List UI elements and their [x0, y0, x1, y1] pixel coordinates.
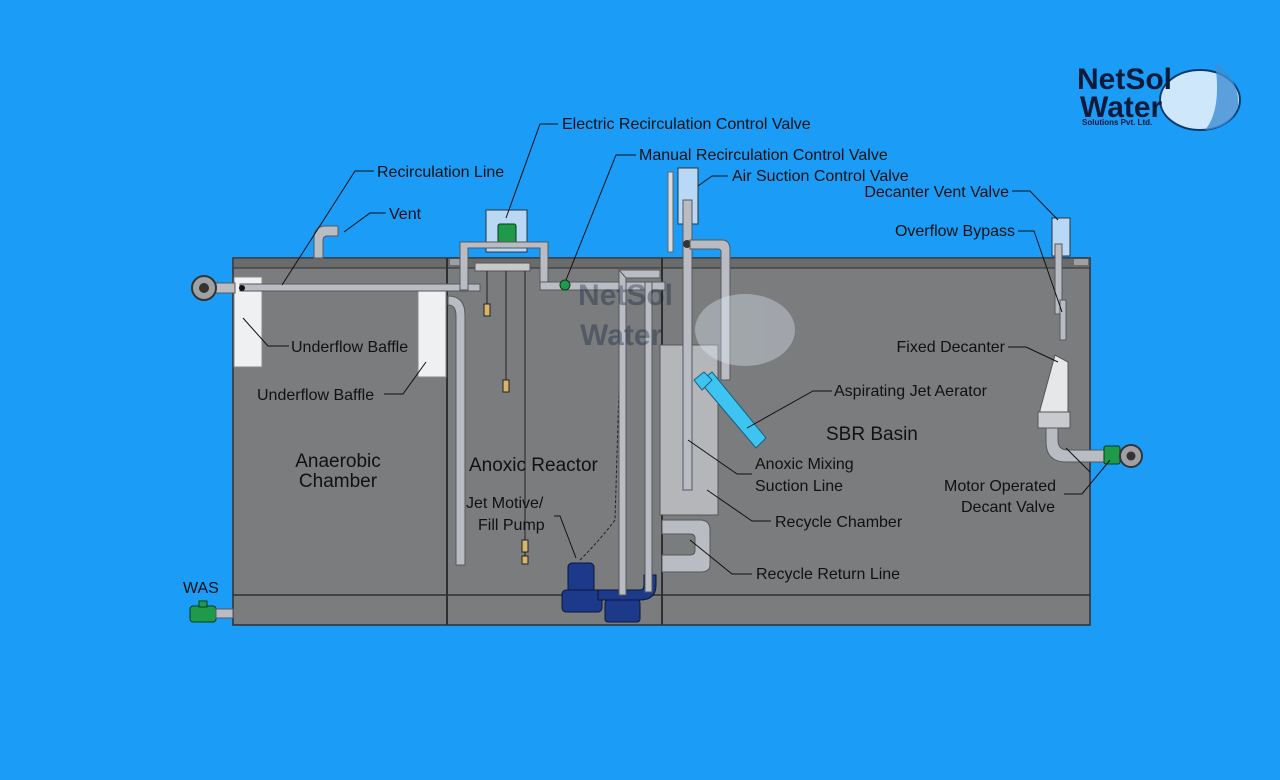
label-electric-recirc-valve: Electric Recirculation Control Valve	[562, 116, 811, 133]
aerator-nozzle	[693, 371, 713, 391]
leader-aerator	[746, 390, 832, 429]
pump-riser-pipe-2	[644, 281, 653, 593]
jet-motive-fill-pump	[561, 562, 657, 623]
label-jet-motive-2: Fill Pump	[478, 517, 545, 534]
logo-line2: Water	[1080, 91, 1163, 124]
pump-chain	[579, 289, 623, 561]
motor-decant-valve	[1103, 445, 1121, 465]
decant-outlet-hole	[1126, 451, 1136, 461]
label-was: WAS	[183, 580, 219, 597]
label-motor-decant-2: Decant Valve	[961, 499, 1055, 516]
label-underflow-baffle-1: Underflow Baffle	[291, 339, 408, 356]
recirculation-line-pipe	[239, 283, 481, 292]
fixed-decanter-base	[1037, 411, 1071, 429]
anoxic-components	[459, 209, 666, 623]
sbr-components	[659, 167, 1143, 573]
label-motor-decant-1: Motor Operated	[944, 478, 1056, 495]
manual-recirc-valve	[559, 279, 571, 291]
leader-recycle-chamber	[706, 489, 771, 522]
leader-recirc-line	[281, 170, 374, 286]
return-pipe	[447, 295, 466, 566]
decant-support	[1065, 447, 1091, 473]
float-switch	[483, 303, 491, 317]
logo-line3: Solutions Pvt. Ltd.	[1082, 118, 1152, 127]
manual-valve-line	[539, 281, 666, 291]
riser-elbow	[617, 269, 661, 279]
valve-header	[474, 262, 531, 272]
overflow-bypass-pipe	[1054, 243, 1063, 315]
label-fixed-decanter: Fixed Decanter	[897, 339, 1006, 356]
leader-recycle-return	[689, 539, 752, 575]
leader-electric-valve	[505, 123, 558, 219]
leader-decanter-vent	[1012, 190, 1059, 221]
underflow-baffle-2	[417, 287, 447, 378]
label-air-suction-valve: Air Suction Control Valve	[732, 168, 909, 185]
leader-fixed-decanter	[1008, 346, 1059, 363]
float-switch	[521, 539, 529, 553]
label-aspirating-jet-aerator: Aspirating Jet Aerator	[834, 383, 988, 400]
was-pipe	[215, 608, 234, 619]
label-anaerobic-chamber-1: Anaerobic	[295, 451, 381, 472]
air-suction-pipe	[682, 199, 693, 491]
inlet-flange-hole	[199, 283, 209, 293]
label-underflow-baffle-2: Underflow Baffle	[257, 387, 374, 404]
label-anoxic-reactor: Anoxic Reactor	[469, 455, 599, 476]
vent-pipe	[313, 225, 339, 259]
labels: Electric Recirculation Control Valve Man…	[183, 116, 1056, 597]
leader-vent	[343, 212, 386, 233]
logo-line1: NetSol	[1077, 63, 1172, 96]
watermark: NetSol Water	[578, 279, 795, 366]
logo-drop-highlight	[1205, 62, 1239, 130]
label-anoxic-mixing-2: Suction Line	[755, 478, 843, 495]
label-jet-motive-1: Jet Motive/	[466, 495, 544, 512]
float-switch	[502, 379, 510, 393]
decanter-riser	[1059, 299, 1067, 341]
leader-underflow-2	[384, 361, 427, 395]
leader-fill-pump	[554, 515, 577, 559]
was-valve	[189, 605, 217, 623]
label-anoxic-mixing-1: Anoxic Mixing	[755, 456, 854, 473]
label-recycle-return-line: Recycle Return Line	[756, 566, 900, 583]
leader-manual-valve	[565, 154, 636, 281]
air-suction-bracket	[667, 171, 674, 253]
underflow-baffle-1	[233, 276, 263, 368]
label-overflow-bypass: Overflow Bypass	[895, 223, 1015, 240]
wall-cap	[1074, 259, 1088, 265]
leader-overflow-bypass	[1018, 230, 1063, 313]
aerator-feed-pipe	[689, 239, 731, 381]
leader-air-suction	[697, 175, 728, 187]
pipe-end	[239, 285, 245, 291]
watermark-line2: Water	[580, 319, 663, 352]
netsol-logo: NetSol Water Solutions Pvt. Ltd.	[1077, 62, 1241, 131]
leader-anoxic-mixing	[687, 439, 752, 475]
was-valve-stem	[198, 600, 208, 608]
label-anaerobic-chamber-2: Chamber	[299, 471, 378, 492]
label-manual-recirc-valve: Manual Recirculation Control Valve	[639, 147, 888, 164]
leader-motor-decant	[1064, 459, 1111, 495]
anaerobic-components	[189, 225, 481, 623]
leader-underflow-1	[242, 317, 289, 347]
label-vent: Vent	[389, 206, 422, 223]
watermark-drop	[695, 294, 795, 366]
float-switch	[521, 555, 529, 565]
label-decanter-vent-valve: Decanter Vent Valve	[864, 184, 1009, 201]
label-recycle-chamber: Recycle Chamber	[775, 514, 903, 531]
wall-cap	[450, 259, 464, 265]
watermark-line1: NetSol	[578, 279, 673, 312]
label-recirculation-line: Recirculation Line	[377, 164, 504, 181]
label-sbr-basin: SBR Basin	[826, 424, 918, 445]
leader-lines	[242, 123, 1111, 575]
recycle-return-pipe	[661, 519, 711, 573]
air-suction-valve	[683, 240, 691, 248]
